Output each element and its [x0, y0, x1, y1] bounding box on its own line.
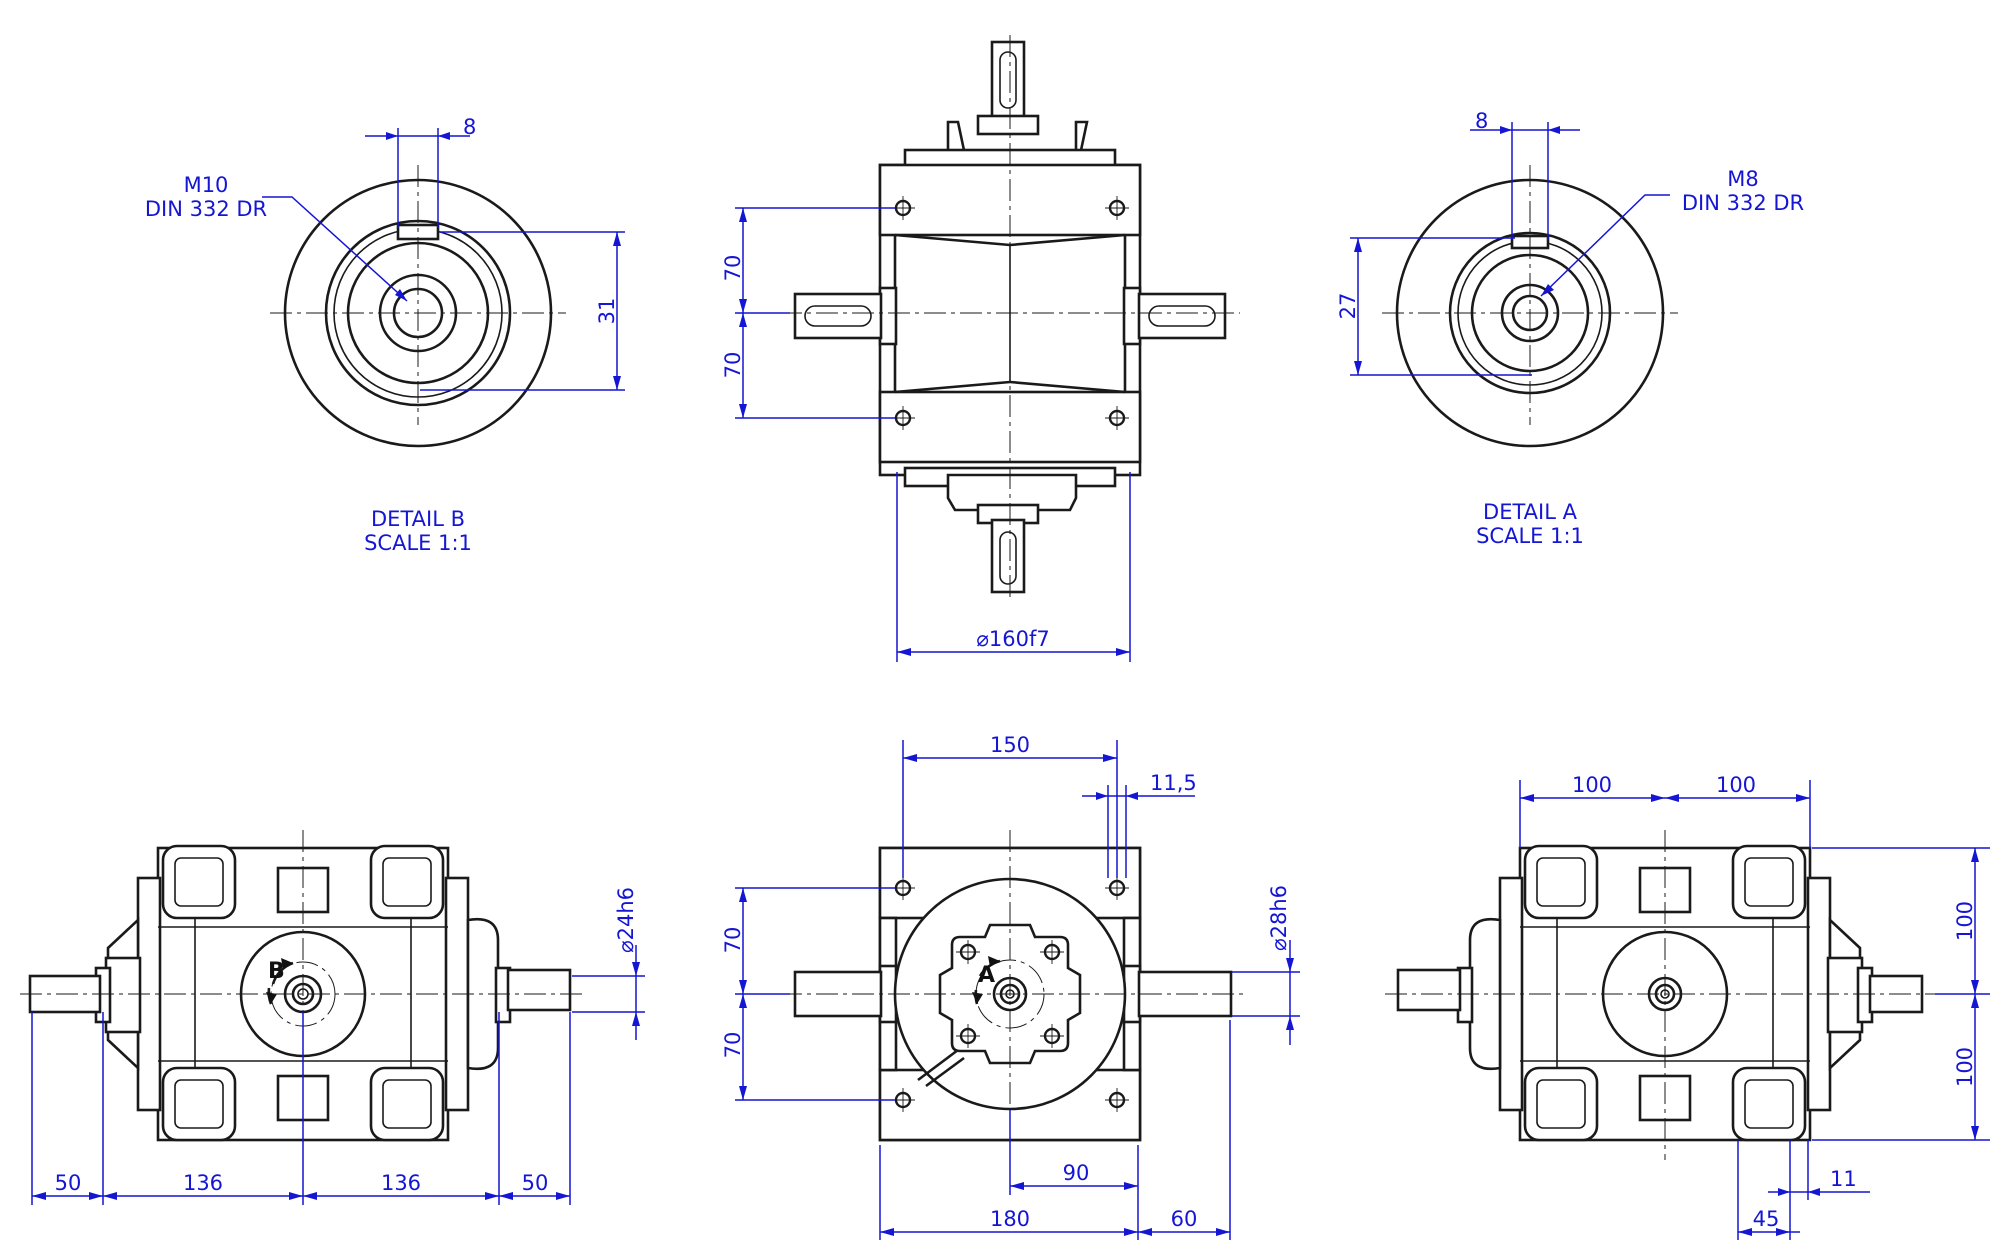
detail-b-depth-label: 31: [595, 298, 619, 325]
detail-a-standard-label: DIN 332 DR: [1682, 191, 1804, 215]
detail-a-thread-label: M8: [1727, 167, 1758, 191]
right-flange-width-label: 45: [1753, 1207, 1780, 1231]
top-pilot-diameter-label: ⌀160f7: [976, 627, 1049, 651]
right-view: 100 100 100 100 11 45: [1385, 773, 1990, 1240]
detail-a-keyway-label: 8: [1475, 109, 1488, 133]
right-flange-offset-label: 11: [1830, 1167, 1857, 1191]
front-shaft-length-label: 60: [1171, 1207, 1198, 1231]
detail-b-standard-label: DIN 332 DR: [145, 197, 267, 221]
detail-a-title: DETAIL A: [1483, 500, 1578, 524]
front-view: A 150 11,5 70 70 ⌀28h6: [721, 733, 1300, 1240]
left-marker-b: B: [268, 959, 285, 984]
front-width-top-label: 150: [990, 733, 1030, 757]
detail-b-view: 8 31 M10 DIN 332 DR DETAIL B SCALE 1:1: [145, 115, 625, 555]
right-height-lower-label: 100: [1953, 1047, 1977, 1087]
right-half-right-label: 100: [1716, 773, 1756, 797]
front-hole-offset-label: 11,5: [1150, 771, 1197, 795]
right-half-left-label: 100: [1572, 773, 1612, 797]
left-view: B ⌀24h6 50 136 136 50: [20, 830, 645, 1205]
front-offset-lower-label: 70: [721, 1032, 745, 1059]
detail-a-scale: SCALE 1:1: [1476, 524, 1584, 548]
top-offset-lower-label: 70: [721, 352, 745, 379]
front-shaft-diameter-label: ⌀28h6: [1267, 885, 1291, 951]
front-overall-label: 180: [990, 1207, 1030, 1231]
front-half-width-label: 90: [1063, 1161, 1090, 1185]
left-dim-2-label: 136: [183, 1171, 223, 1195]
left-dim-4-label: 50: [522, 1171, 549, 1195]
detail-b-scale: SCALE 1:1: [364, 531, 472, 555]
detail-a-depth-label: 27: [1336, 293, 1360, 320]
left-dim-1-label: 50: [55, 1171, 82, 1195]
right-height-upper-label: 100: [1953, 901, 1977, 941]
top-view: 70 70 ⌀160f7: [721, 35, 1240, 662]
left-shaft-diameter-label: ⌀24h6: [614, 887, 638, 953]
detail-a-view: 8 27 M8 DIN 332 DR DETAIL A SCALE 1:1: [1336, 109, 1804, 548]
left-dim-3-label: 136: [381, 1171, 421, 1195]
detail-b-thread-label: M10: [184, 173, 229, 197]
detail-b-keyway-label: 8: [463, 115, 476, 139]
detail-b-title: DETAIL B: [371, 507, 465, 531]
top-offset-upper-label: 70: [721, 255, 745, 282]
front-offset-upper-label: 70: [721, 927, 745, 954]
front-marker-a: A: [978, 963, 995, 988]
